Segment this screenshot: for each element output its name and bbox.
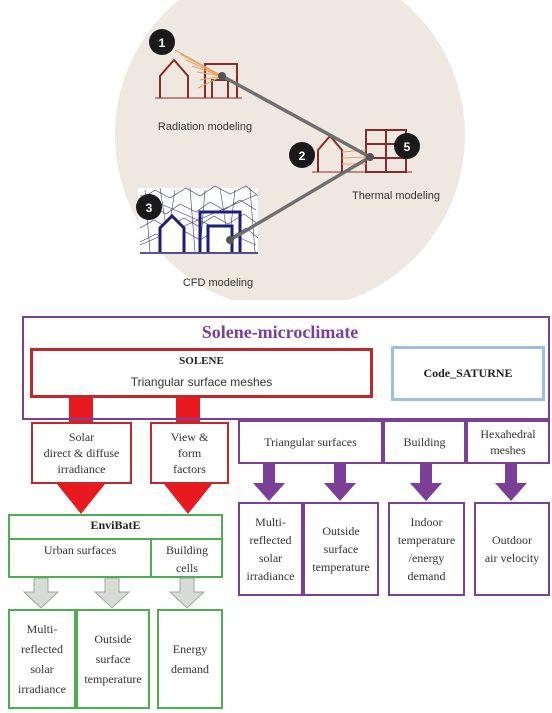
cfd-label: CFD modeling [183, 277, 253, 289]
energy-demand-box: Energy demand [157, 609, 223, 709]
solene-subtitle: Triangular surface meshes [130, 375, 273, 389]
saturne-outside-temperature-box: Outside surface temperature [303, 502, 379, 596]
envibate-divider [8, 538, 223, 540]
marker-5-label: 5 [404, 140, 411, 154]
building-cells-label: Building cells [165, 543, 208, 575]
solene-microclimate-frame [22, 316, 550, 420]
solar-irradiance-box: Solar direct & diffuse irradiance [31, 422, 132, 484]
triangular-surfaces-box: Triangular surfaces [238, 420, 383, 464]
top-illustration: 1 2 3 5 Radiation modeling Thermal model… [0, 0, 552, 310]
marker-2-label: 2 [299, 149, 306, 163]
envibate-multi-reflected-box: Multi- reflected solar irradiance [8, 609, 76, 709]
radiation-house-icon [155, 58, 242, 99]
envibate-arrows [22, 577, 206, 609]
outdoor-air-velocity-box: Outdoor air velocity [474, 502, 550, 596]
coupling-lines [220, 74, 372, 242]
red-arrow-4 [164, 484, 212, 514]
radiation-label: Radiation modeling [158, 121, 252, 133]
building-box: Building [383, 420, 466, 464]
marker-1: 1 [149, 29, 175, 55]
coupling-illustration: 1 2 3 5 Radiation modeling Thermal model… [115, 0, 465, 310]
envibate-frame [8, 514, 223, 578]
marker-1-label: 1 [159, 36, 166, 50]
sun-rays-icon [174, 49, 223, 89]
hexahedral-meshes-box: Hexahedral meshes [466, 420, 550, 464]
urban-surfaces-label: Urban surfaces [43, 542, 117, 557]
marker-3: 3 [136, 194, 162, 220]
thermal-label: Thermal modeling [352, 190, 440, 202]
code-saturne-box: Code_SATURNE [391, 346, 545, 401]
marker-2: 2 [289, 142, 315, 168]
red-arrow-3 [57, 484, 105, 514]
envibate-title: EnviBatE [90, 518, 141, 532]
saturne-multi-reflected-box: Multi- reflected solar irradiance [238, 502, 303, 596]
saturne-arrows [253, 463, 527, 501]
view-form-factors-box: View & form factors [150, 422, 229, 484]
envibate-outside-temperature-box: Outside surface temperature [76, 609, 150, 709]
heat-lines-icon [341, 149, 367, 165]
solene-box: SOLENE Triangular surface meshes [30, 348, 373, 398]
marker-5: 5 [394, 133, 420, 159]
solene-title: SOLENE [179, 355, 224, 367]
marker-3-label: 3 [146, 201, 153, 215]
solene-microclimate-title: Solene-microclimate [201, 322, 359, 342]
envibate-vdivider [150, 538, 152, 578]
indoor-temperature-box: Indoor temperature /energy demand [388, 502, 465, 596]
